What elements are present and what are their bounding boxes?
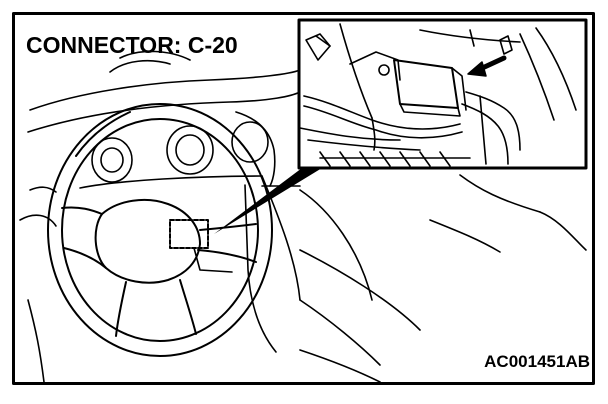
outer-frame	[12, 12, 595, 385]
detail-inset	[297, 18, 588, 170]
figure-id: AC001451AB	[484, 352, 590, 371]
connector-label: CONNECTOR: C-20	[26, 32, 238, 58]
steering-wheel	[47, 103, 273, 357]
arrow-icon	[467, 55, 507, 77]
dashboard-outline	[19, 50, 587, 383]
connector-location-marker	[169, 219, 233, 273]
callout-leader	[214, 168, 322, 234]
